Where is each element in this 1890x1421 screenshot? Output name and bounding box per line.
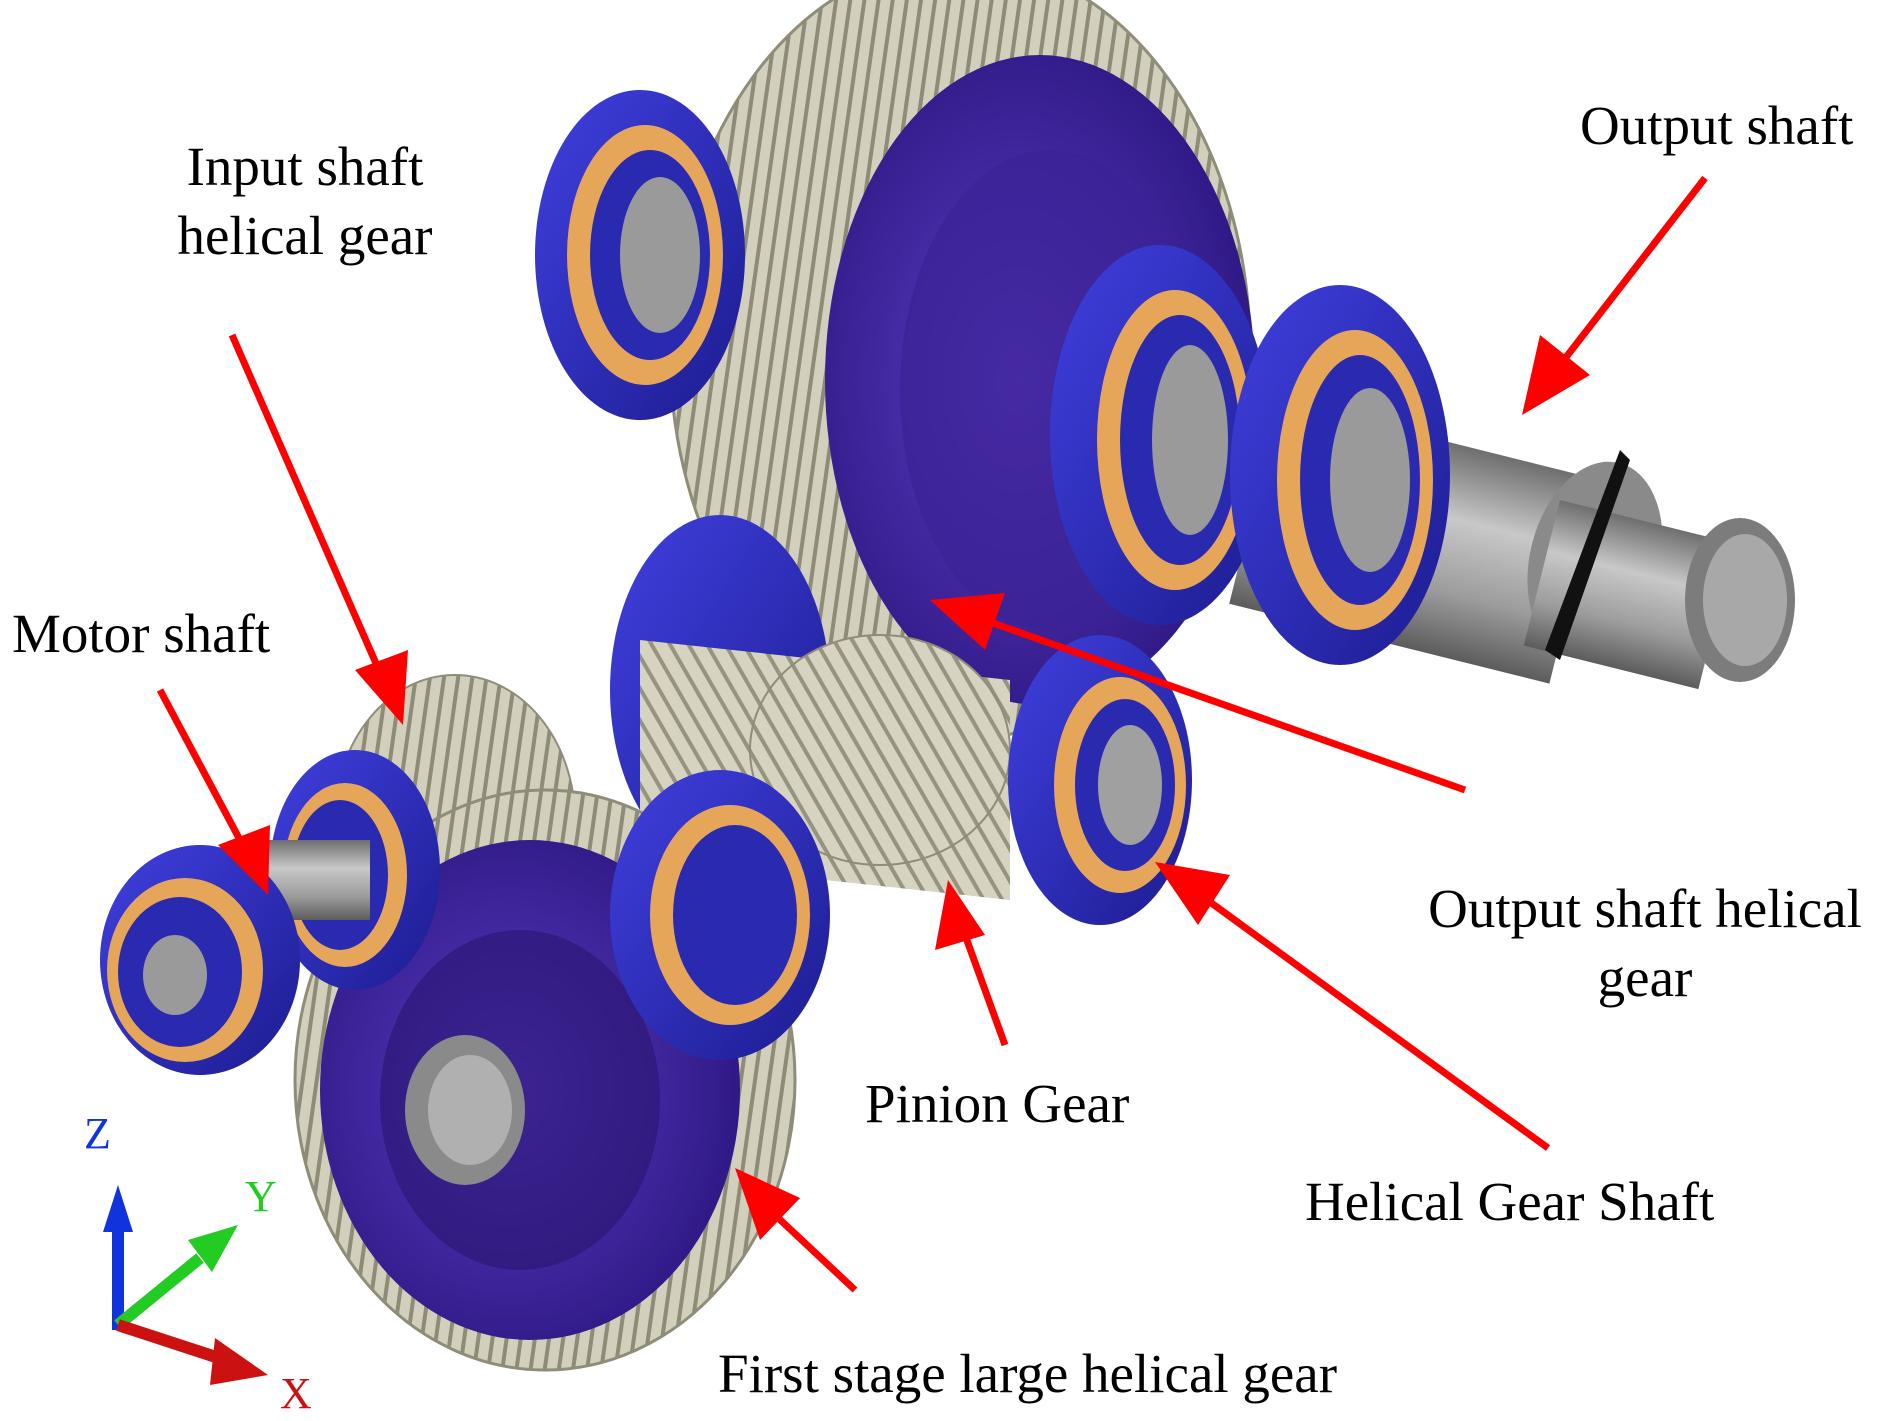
input-assembly — [100, 674, 830, 1372]
output-shaft-bearing-left — [535, 90, 745, 420]
label-output-shaft-gear-line1: Output shaft helical — [1428, 878, 1862, 939]
helical-gear-shaft — [1098, 725, 1162, 845]
label-motor-shaft: Motor shaft — [12, 603, 271, 664]
arrow-output-shaft — [1522, 175, 1708, 415]
arrow-motor-shaft — [156, 688, 270, 895]
arrow-output-shaft-gear — [930, 593, 1467, 794]
motor-shaft-bearing-left — [100, 845, 300, 1075]
label-pinion-gear: Pinion Gear — [865, 1073, 1130, 1134]
label-input-shaft-helical-gear: Input shaft helical gear — [165, 133, 445, 271]
label-output-shaft-helical-gear: Output shaft helical gear — [1405, 875, 1885, 1013]
arrow-pinion-gear — [935, 880, 1009, 1047]
arrow-helical-gear-shaft — [1155, 862, 1551, 1151]
axis-y-arrow — [114, 1225, 238, 1330]
label-input-shaft-line2: helical gear — [177, 204, 433, 266]
arrow-first-stage-gear — [735, 1168, 858, 1293]
output-shaft-bearing-mid — [1050, 245, 1270, 625]
axis-x-label: X — [280, 1369, 312, 1418]
output-shaft-bearing-right — [1230, 285, 1450, 665]
axis-y-label: Y — [245, 1172, 277, 1221]
arrow-input-shaft-gear — [228, 333, 408, 725]
axis-z-arrow — [103, 1185, 133, 1330]
first-stage-bearing — [610, 770, 830, 1060]
label-helical-gear-shaft: Helical Gear Shaft — [1305, 1171, 1715, 1232]
output-shaft-assembly — [535, 0, 1795, 742]
label-input-shaft-line1: Input shaft — [186, 136, 424, 197]
axis-z-label: Z — [84, 1109, 111, 1158]
axis-x-arrow — [116, 1319, 268, 1385]
label-output-shaft-gear-line2: gear — [1597, 946, 1693, 1008]
snap-ring — [1545, 450, 1630, 660]
callout-arrows — [156, 175, 1708, 1293]
coordinate-triad — [103, 1185, 268, 1385]
helical-gear-shaft-bearing — [1008, 635, 1192, 925]
label-first-stage-large-helical-gear: First stage large helical gear — [718, 1343, 1338, 1404]
label-output-shaft: Output shaft — [1580, 95, 1854, 156]
